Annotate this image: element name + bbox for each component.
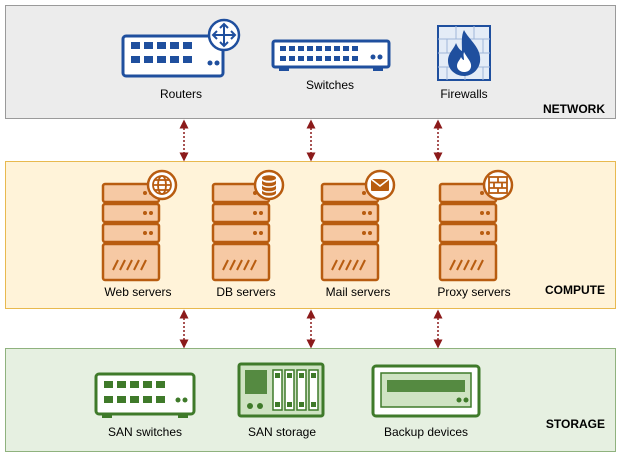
san-switch-icon	[94, 372, 196, 418]
san-storage-icon	[237, 362, 325, 418]
db-server-label: DB servers	[216, 285, 276, 299]
firewall-icon	[437, 25, 491, 81]
switch-icon	[271, 39, 391, 71]
proxy-server-icon	[438, 169, 514, 282]
mail-server-icon	[320, 169, 396, 282]
backup-device-label: Backup devices	[383, 425, 469, 439]
db-server-icon	[211, 169, 285, 282]
web-server-icon	[101, 169, 178, 282]
mail-server-label: Mail servers	[325, 285, 391, 299]
firewall-label: Firewalls	[440, 87, 488, 101]
storage-tier-title: STORAGE	[545, 417, 605, 431]
web-server-label: Web servers	[104, 285, 172, 299]
router-icon	[121, 18, 241, 78]
proxy-server-label: Proxy servers	[437, 285, 511, 299]
network-tier-title: NETWORK	[543, 102, 605, 116]
router-label: Routers	[159, 87, 203, 101]
san-switch-label: SAN switches	[107, 425, 183, 439]
backup-device-icon	[371, 364, 481, 418]
san-storage-label: SAN storage	[247, 425, 317, 439]
compute-tier-title: COMPUTE	[545, 283, 605, 297]
switch-label: Switches	[305, 78, 355, 92]
